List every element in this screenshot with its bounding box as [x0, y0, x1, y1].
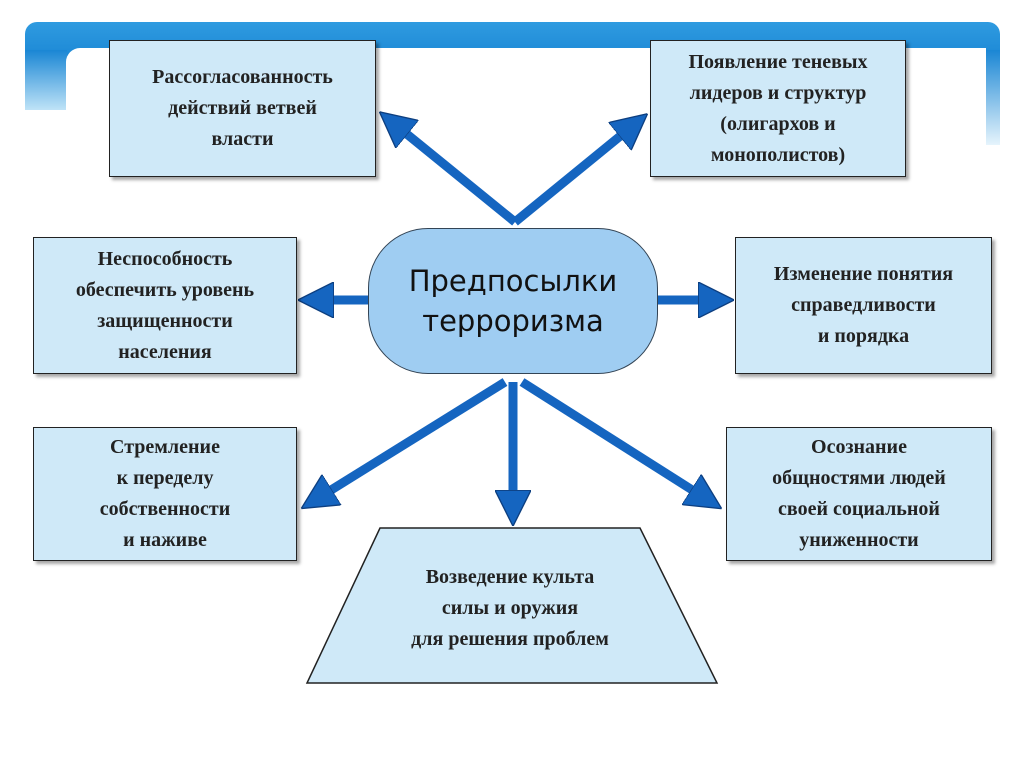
box-justice-change: Изменение понятия справедливости и поряд… [735, 237, 992, 374]
arrow-low-left [315, 378, 508, 500]
box-branch-discord: Рассогласованность действий ветвей власт… [109, 40, 376, 177]
banner-right-accent [985, 50, 1000, 145]
box-shadow-leaders: Появление теневых лидеров и структур (ол… [650, 40, 906, 177]
box-property-redistribution: Стремление к переделу собственности и на… [33, 427, 297, 561]
arrow-low-right [519, 378, 708, 500]
bottom-trapezoid [305, 527, 719, 684]
banner-left-accent [25, 50, 67, 110]
center-node: Предпосылки терроризма [368, 228, 658, 374]
arrow-top-right [512, 124, 635, 226]
box-cult-of-force: Возведение культа силы и оружия для реше… [411, 566, 609, 650]
box-security-failure: Неспособность обеспечить уровень защищен… [33, 237, 297, 374]
box-social-humiliation: Осознание общностями людей своей социаль… [726, 427, 992, 561]
arrow-top-left [392, 122, 518, 226]
